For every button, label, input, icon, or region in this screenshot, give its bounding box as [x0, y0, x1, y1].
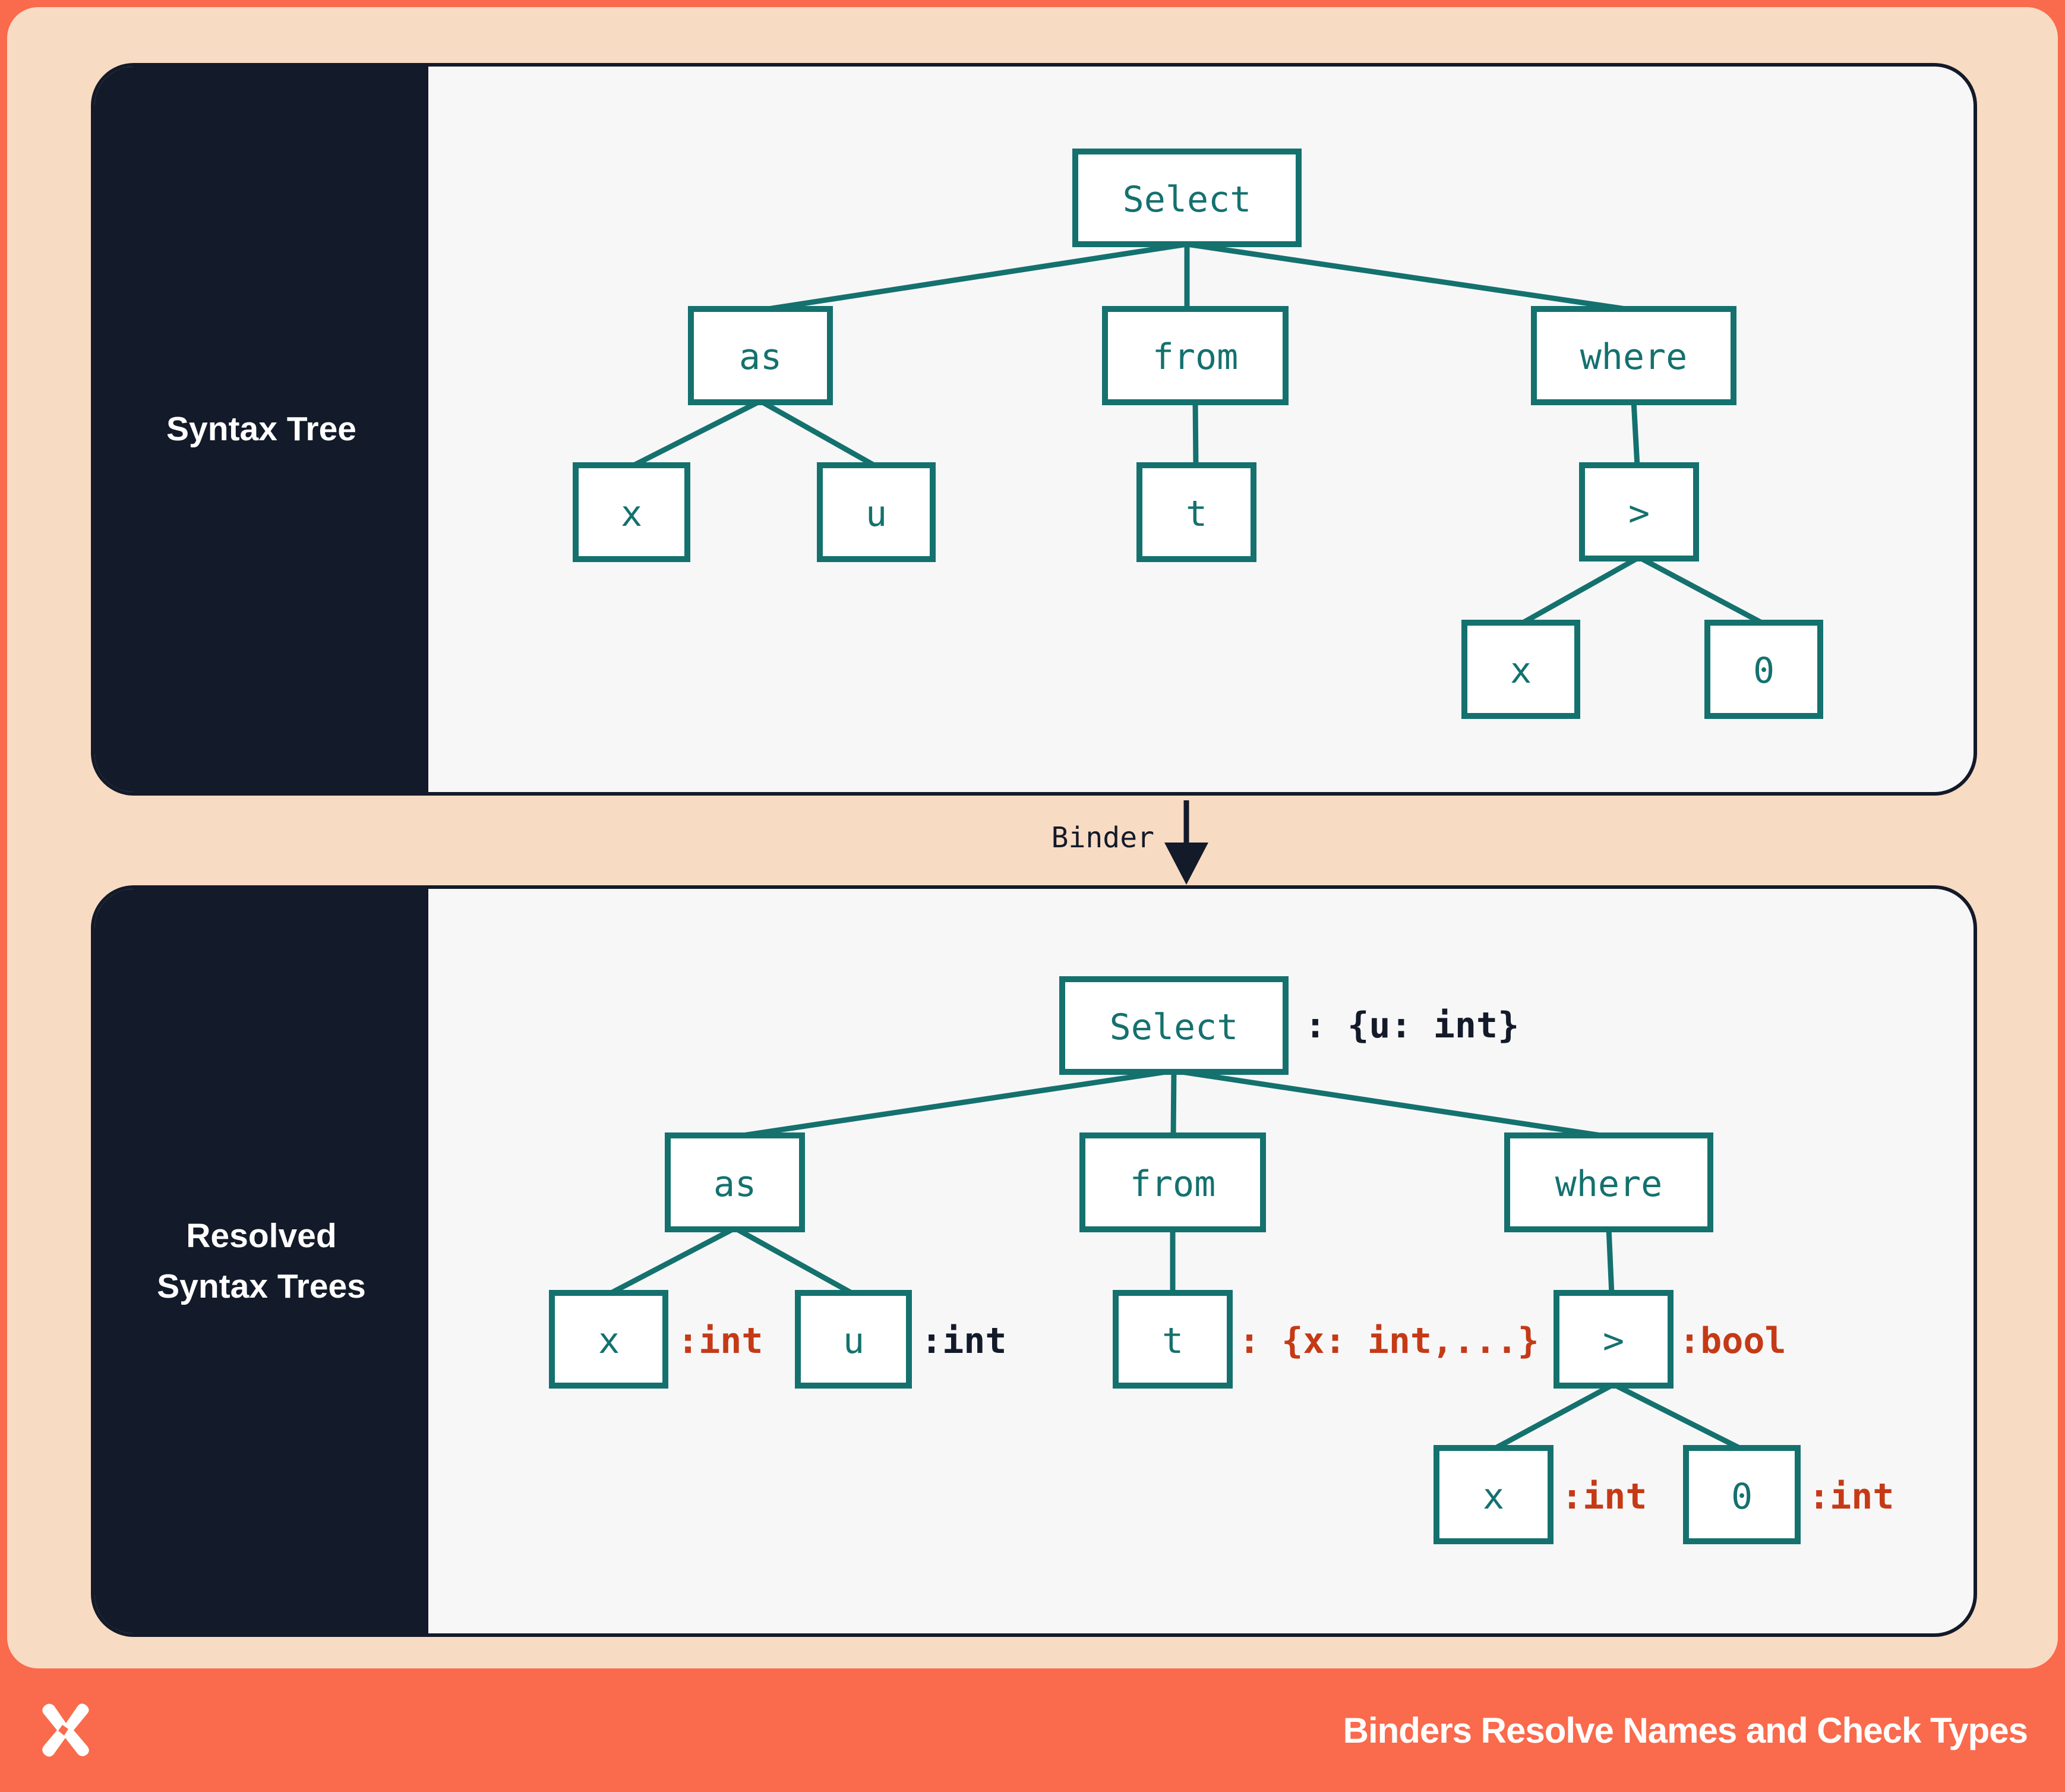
syntax-tree-panel-title: Syntax Tree [166, 410, 356, 449]
resolved-label-line1: Resolved [186, 1217, 337, 1255]
resolved-syntax-trees-sidebar: Resolved Syntax Trees [94, 889, 428, 1633]
resolved-syntax-trees-panel: Resolved Syntax Trees [91, 885, 1977, 1637]
syntax-tree-panel: Syntax Tree [91, 63, 1977, 796]
resolved-label-line2: Syntax Trees [157, 1267, 366, 1305]
footer-bar: Binders Resolve Names and Check Types [0, 1668, 2065, 1792]
xata-logo-icon [42, 1703, 89, 1757]
syntax-tree-sidebar: Syntax Tree [94, 67, 428, 792]
footer-title: Binders Resolve Names and Check Types [1343, 1710, 2028, 1750]
resolved-syntax-trees-panel-title: Resolved Syntax Trees [157, 1211, 366, 1311]
